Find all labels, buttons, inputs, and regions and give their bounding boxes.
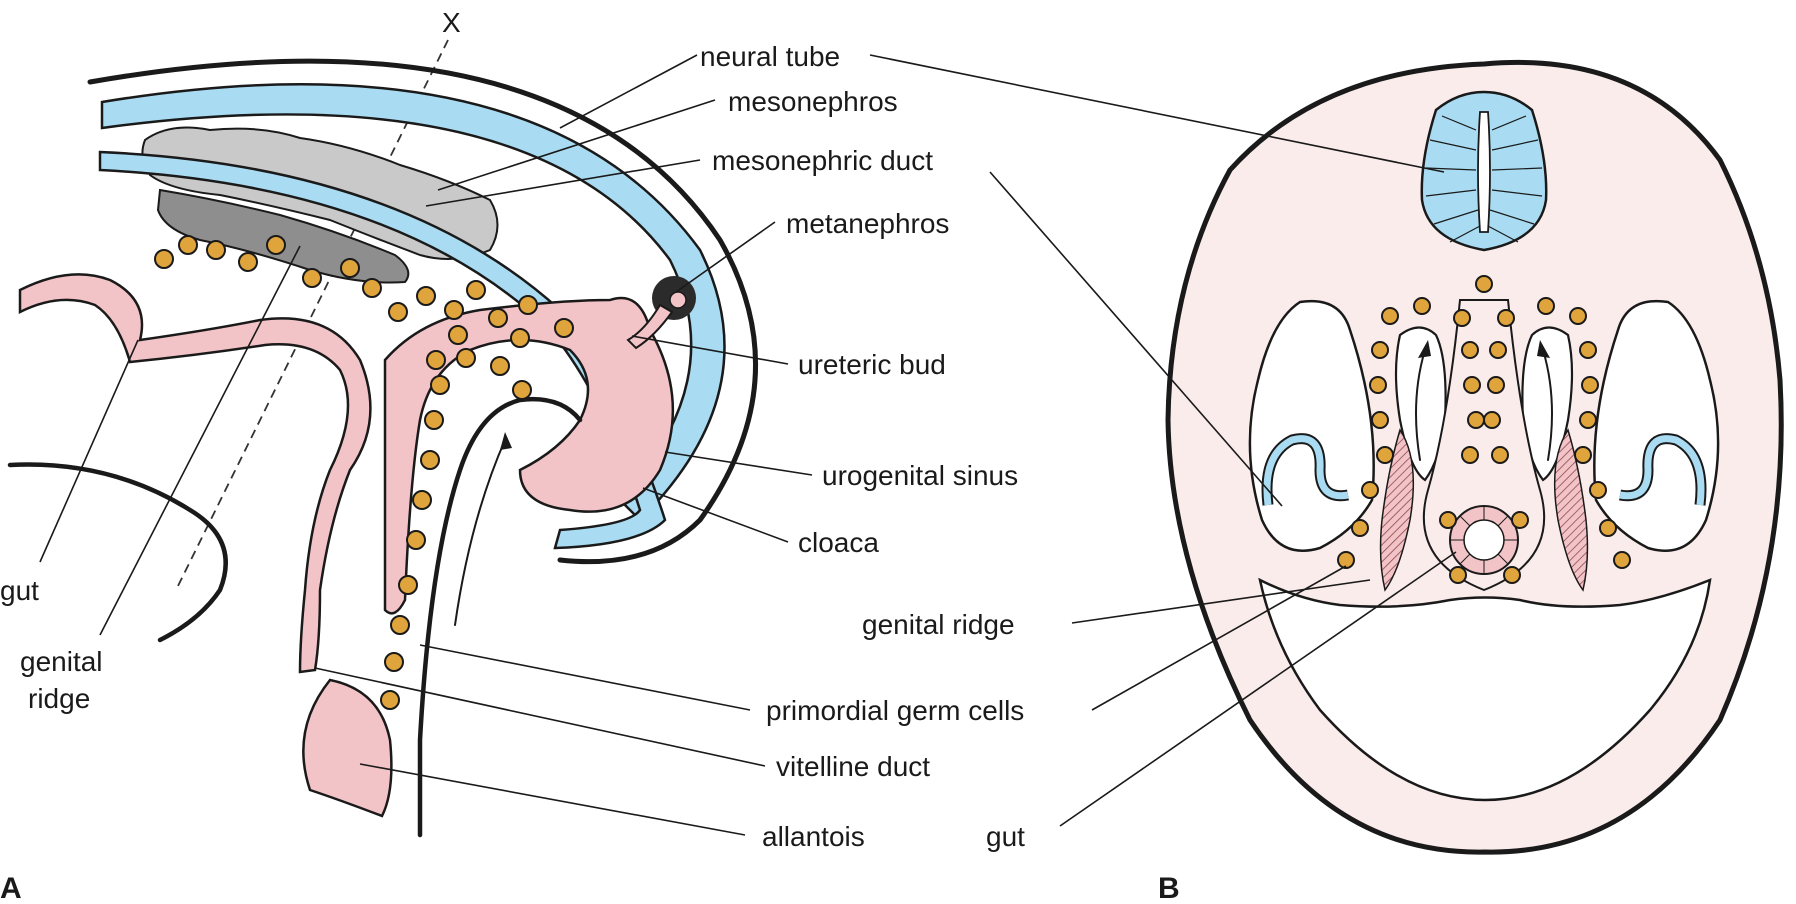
label-primordial-germ-cells: primordial germ cells: [766, 695, 1024, 726]
panel-a: neural tube mesonephros mesonephric duct…: [0, 7, 1024, 904]
left-cavity: [1248, 299, 1375, 553]
leader-lines-b: [869, 54, 1457, 827]
label-genital-ridge-a-line2: ridge: [28, 683, 90, 714]
migration-arrow-a: [454, 439, 506, 626]
genital-ridge-right-b: [1553, 428, 1589, 592]
label-metanephros: metanephros: [786, 208, 949, 239]
ventral-wall-line: [7, 462, 228, 643]
label-vitelline-duct: vitelline duct: [776, 751, 930, 782]
label-allantois: allantois: [762, 821, 865, 852]
primordial-germ-cells-a: [154, 235, 574, 710]
label-mesonephros: mesonephros: [728, 86, 898, 117]
label-ureteric-bud: ureteric bud: [798, 349, 946, 380]
panel-label-a: A: [0, 872, 22, 904]
coelom-outline: [1258, 577, 1712, 802]
right-cavity: [1593, 299, 1720, 553]
genital-ridge-left-b: [1379, 428, 1415, 592]
label-section-x: X: [442, 7, 461, 38]
primordial-germ-cells-b: [1337, 275, 1631, 584]
label-urogenital-sinus: urogenital sinus: [822, 460, 1018, 491]
panel-label-b: B: [1158, 872, 1180, 904]
label-genital-ridge-a-line1: genital: [20, 646, 103, 677]
section-line-x: [175, 39, 449, 591]
hindgut-cloaca: [383, 296, 675, 615]
neural-tube-rays: [1425, 115, 1543, 243]
dorsal-wall-line: [417, 397, 583, 838]
label-gut-a: gut: [0, 575, 39, 606]
leader-lines-a: [39, 54, 813, 836]
mesonephric-duct-band: [98, 150, 667, 550]
label-genital-ridge-b: genital ridge: [862, 609, 1015, 640]
label-neural-tube: neural tube: [700, 41, 840, 72]
body-wall-outline: [87, 58, 759, 565]
panel-b: genital ridge gut B: [862, 54, 1784, 904]
label-gut-b: gut: [986, 821, 1025, 852]
neural-tube-lumen: [1477, 111, 1491, 233]
gut-tube: [18, 273, 372, 674]
label-cloaca: cloaca: [798, 527, 879, 558]
label-mesonephric-duct: mesonephric duct: [712, 145, 933, 176]
migration-arrowhead-a: [500, 432, 512, 450]
allantois: [302, 678, 393, 818]
